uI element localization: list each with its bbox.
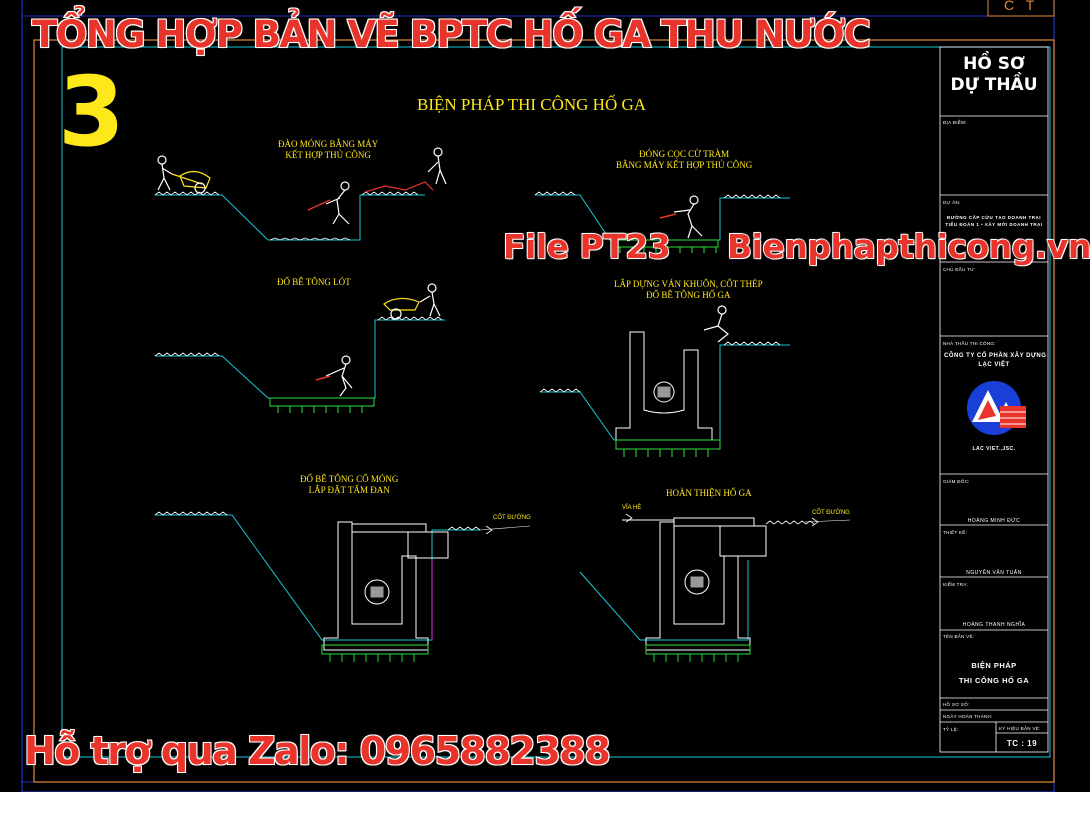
- tb-ngay-hoan-thanh: NGÀY HOÀN THÀNH:: [943, 714, 993, 719]
- watermark-site: Bienphapthicong.vn: [726, 227, 1090, 266]
- border-frame: [33, 39, 1055, 783]
- tb-giam-doc: GIÁM ĐỐC:: [943, 479, 970, 484]
- tb-ky-hieu-val: TC : 19: [1006, 739, 1038, 748]
- tb-thiet-ke: THIẾT KẾ:: [943, 530, 968, 535]
- step6-caption: HOÀN THIỆN HỐ GA: [666, 488, 752, 498]
- corner-tag-box: [987, 0, 1055, 17]
- step5-neck-concrete: [154, 511, 531, 662]
- tb-kiem-tra: KIỂM TRA:: [943, 582, 969, 587]
- watermark-file: File PT23: [502, 227, 671, 266]
- via-he-label: VỈA HÈ: [622, 505, 642, 511]
- tb-chu-dau-tu: CHỦ ĐẦU TƯ:: [943, 267, 976, 272]
- outer-frame: [21, 0, 1055, 793]
- banner-number: 3: [58, 56, 125, 168]
- step4-formwork: [539, 305, 790, 457]
- tb-giam-doc-val: HOÀNG MINH ĐỨC: [967, 518, 1021, 524]
- company-logo: [967, 381, 1026, 435]
- step3-lean-concrete: [154, 283, 445, 413]
- tb-du-an: DỰ ÁN:: [943, 200, 961, 205]
- tb-kiem-tra-val: HOÀNG THANH NGHĨA: [962, 622, 1026, 628]
- tb-ky-hieu: KÝ HIỆU BẢN VẼ:: [999, 726, 1041, 731]
- step1-excavation: [154, 147, 447, 241]
- tb-ten-ban-ve: TÊN BẢN VẼ:: [943, 634, 975, 639]
- title-block: [939, 46, 1049, 753]
- bottom-strip: [0, 792, 1090, 822]
- tb-thiet-ke-val: NGUYỄN VĂN TUẤN: [966, 570, 1022, 576]
- tb-header: HỒ SƠ DỰ THẦU: [950, 54, 1038, 95]
- tb-ho-so-so: HỒ SƠ SỐ:: [943, 702, 970, 707]
- tb-ty-le: TỶ LỆ:: [943, 727, 959, 732]
- cot-duong-label-2: CỐT ĐƯỜNG: [812, 510, 850, 516]
- step2-piles: [534, 191, 790, 253]
- tb-dia-diem: ĐỊA ĐIỂM:: [943, 120, 967, 125]
- step3-caption: ĐỔ BÊ TÔNG LÓT: [277, 277, 351, 287]
- tb-nha-thau: NHÀ THẦU THI CÔNG:: [943, 341, 996, 346]
- banner-title: TỔNG HỢP BẢN VẼ BPTC HỐ GA THU NƯỚC: [31, 13, 872, 56]
- inner-frame: [61, 46, 1051, 758]
- tb-company-short: LAC VIET.,JSC.: [972, 446, 1016, 452]
- cot-duong-label-1: CỐT ĐƯỜNG: [493, 515, 531, 521]
- step6-finishing: [579, 513, 851, 662]
- drawing-title: BIỆN PHÁP THI CÔNG HỐ GA: [417, 95, 647, 114]
- support-contact: Hỗ trợ qua Zalo: 0965882388: [23, 729, 612, 773]
- corner-tag: C T: [1004, 0, 1039, 13]
